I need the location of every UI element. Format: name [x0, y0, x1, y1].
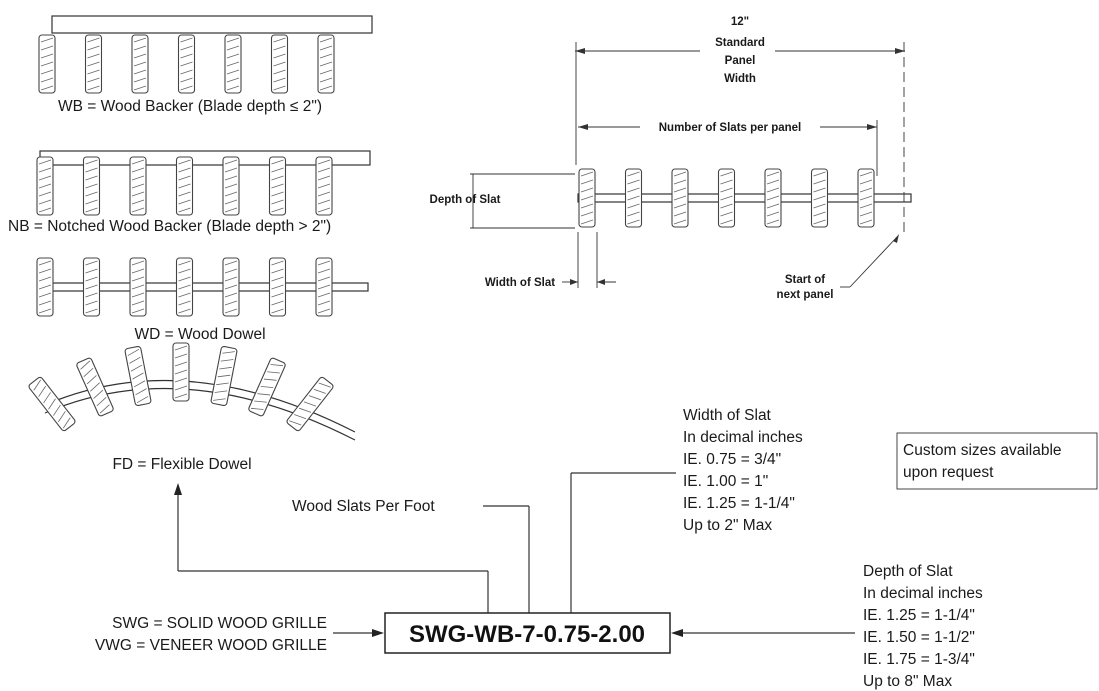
fd-curve-bottom: [44, 387, 356, 441]
nb-slats: [36, 156, 333, 216]
main-slat: [578, 168, 596, 228]
wb-slat: [38, 34, 56, 94]
swg-label: SWG = SOLID WOOD GRILLE: [112, 615, 327, 632]
nb-detail: NB = Notched Wood Backer (Blade depth > …: [8, 150, 371, 235]
wd-slat: [315, 257, 333, 317]
width-note-4: IE. 1.00 = 1": [683, 473, 768, 490]
main-slat: [671, 168, 689, 228]
wb-slats: [38, 34, 335, 94]
main-dowel-rod: [577, 193, 912, 203]
wb-slat: [224, 34, 242, 94]
slats-per-foot-label: Wood Slats Per Foot: [292, 498, 435, 515]
wd-label: WD = Wood Dowel: [134, 326, 265, 343]
arrow-right-icon: [570, 279, 578, 285]
width-note-1: Width of Slat: [683, 407, 772, 424]
main-slats: [578, 168, 875, 228]
fd-slats: [27, 342, 335, 433]
arrow-left-icon: [597, 279, 605, 285]
part-number-code: SWG-WB-7-0.75-2.00: [409, 621, 645, 648]
part-number-legend: Width of Slat In decimal inches IE. 0.75…: [95, 407, 1098, 690]
depth-note-1: Depth of Slat: [863, 563, 953, 580]
nb-slat: [36, 156, 54, 216]
wd-slat: [129, 257, 147, 317]
nb-slat: [268, 156, 287, 216]
wb-slat: [270, 34, 289, 94]
wb-slat: [317, 34, 335, 94]
wb-slat: [131, 34, 149, 94]
depth-label: Depth of Slat: [430, 194, 501, 206]
fd-label: FD = Flexible Dowel: [112, 456, 251, 473]
arrow-icon: [893, 234, 899, 243]
fd-slat: [75, 356, 115, 418]
wd-slat: [82, 257, 101, 317]
main-slat: [764, 168, 782, 228]
depth-note-2: In decimal inches: [863, 585, 983, 602]
main-slat: [717, 168, 736, 228]
fd-slat: [172, 342, 190, 402]
nb-slat: [315, 156, 333, 216]
width-note-3: IE. 0.75 = 3/4": [683, 451, 781, 468]
wb-slat: [177, 34, 196, 94]
main-slat: [624, 168, 643, 228]
wb-slat: [84, 34, 103, 94]
arrow-left-icon: [575, 48, 585, 54]
wb-detail: WB = Wood Backer (Blade depth ≤ 2"): [38, 15, 373, 115]
arrow-right-icon: [867, 124, 877, 130]
depth-note-5: IE. 1.75 = 1-3/4": [863, 651, 975, 668]
width-note-2: In decimal inches: [683, 429, 803, 446]
fd-slat: [124, 345, 152, 407]
width-note-5: IE. 1.25 = 1-1/4": [683, 495, 795, 512]
wd-slat: [175, 257, 194, 317]
next-panel-leader: [849, 236, 898, 288]
width-note-6: Up to 2" Max: [683, 517, 772, 534]
panel-width-line-4: Width: [724, 73, 756, 85]
panel-width-line-3: Panel: [725, 55, 756, 67]
custom-line-1: Custom sizes available: [903, 442, 1062, 459]
fd-slat: [210, 345, 238, 407]
nb-slat: [175, 156, 194, 216]
panel-dimension-drawing: 12" Standard Panel Width Number of Slats…: [430, 16, 912, 301]
nb-slat: [82, 156, 101, 216]
next-panel-line-2: next panel: [777, 289, 834, 301]
next-panel-line-1: Start of: [785, 274, 825, 286]
depth-note-4: IE. 1.50 = 1-1/2": [863, 629, 975, 646]
panel-width-line-2: Standard: [715, 37, 765, 49]
wd-slat: [222, 257, 240, 317]
nb-slat: [129, 156, 147, 216]
arrow-left-icon: [671, 629, 683, 637]
depth-note-6: Up to 8" Max: [863, 673, 952, 690]
custom-line-2: upon request: [903, 464, 994, 481]
arrow-up-icon: [174, 483, 182, 495]
wd-slat: [36, 257, 54, 317]
slats-per-panel-label: Number of Slats per panel: [659, 122, 802, 134]
arrow-right-icon: [372, 629, 384, 637]
panel-width-line-1: 12": [731, 16, 749, 28]
wb-backer-board: [51, 15, 373, 34]
fd-detail: FD = Flexible Dowel: [27, 342, 356, 473]
custom-sizes-box: [896, 432, 1098, 490]
width-label: Width of Slat: [485, 277, 555, 289]
wb-label: WB = Wood Backer (Blade depth ≤ 2"): [58, 98, 322, 115]
main-slat: [810, 168, 829, 228]
wd-slat: [268, 257, 287, 317]
arrow-right-icon: [895, 48, 905, 54]
nb-label: NB = Notched Wood Backer (Blade depth > …: [8, 218, 331, 235]
wd-slats: [36, 257, 333, 317]
wd-detail: WD = Wood Dowel: [36, 257, 369, 343]
depth-note-3: IE. 1.25 = 1-1/4": [863, 607, 975, 624]
part-number-box: [384, 612, 671, 654]
arrow-left-icon: [578, 124, 588, 130]
fd-slat: [285, 375, 335, 433]
nb-slat: [222, 156, 240, 216]
vwg-label: VWG = VENEER WOOD GRILLE: [95, 637, 327, 654]
main-slat: [857, 168, 875, 228]
